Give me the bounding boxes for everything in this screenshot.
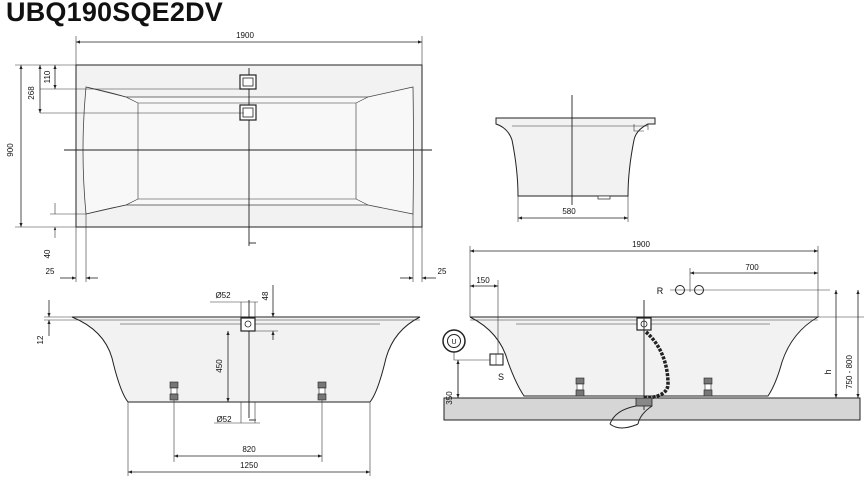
dim-1250: 1250 (240, 461, 258, 470)
dim-25-left: 25 (46, 267, 55, 276)
dim-dia52-bottom: Ø52 (216, 415, 232, 424)
side-view: 1900 700 R 150 U S (442, 240, 864, 429)
dim-25-right: 25 (438, 267, 447, 276)
label-U: U (451, 339, 456, 346)
dim-350: 350 (445, 391, 454, 405)
end-view-tub-body (495, 117, 656, 197)
overflow-fitting-top (239, 74, 257, 90)
top-view: 1900 900 268 110 40 25 (6, 31, 447, 282)
s-fitting (489, 353, 504, 366)
dim-580: 580 (562, 207, 576, 216)
dim-48: 48 (261, 291, 270, 300)
dim-150: 150 (476, 276, 490, 285)
label-h: h (823, 369, 833, 374)
drain-trap (609, 397, 653, 429)
front-view: 12 Ø52 48 450 Ø52 820 (36, 285, 421, 476)
dim-268: 268 (27, 86, 36, 100)
end-view: 580 (495, 95, 656, 222)
label-S: S (498, 372, 504, 382)
dim-450: 450 (215, 359, 224, 373)
dim-110: 110 (43, 70, 52, 83)
right-foot-side (703, 377, 713, 397)
drain-hose (643, 330, 670, 400)
label-R: R (657, 286, 664, 296)
left-foot-side (575, 377, 585, 397)
dim-750-800: 750 - 800 (845, 355, 854, 389)
right-foot-front (317, 381, 327, 401)
dim-1900-side: 1900 (632, 240, 650, 249)
left-foot-front (169, 381, 179, 401)
drain-fitting-top (239, 104, 257, 121)
model-title: UBQ190SQE2DV (6, 0, 223, 27)
u-connection-symbol: U (442, 329, 466, 353)
overflow-fitting-front (240, 317, 256, 332)
dim-40: 40 (43, 249, 52, 258)
top-view-bottom-outline (125, 96, 369, 206)
dim-900: 900 (6, 143, 15, 157)
dim-12: 12 (36, 335, 45, 344)
dim-820: 820 (242, 445, 256, 454)
dim-1900-top: 1900 (236, 31, 254, 40)
dim-dia52-top: Ø52 (215, 291, 231, 300)
dim-700: 700 (745, 263, 759, 272)
